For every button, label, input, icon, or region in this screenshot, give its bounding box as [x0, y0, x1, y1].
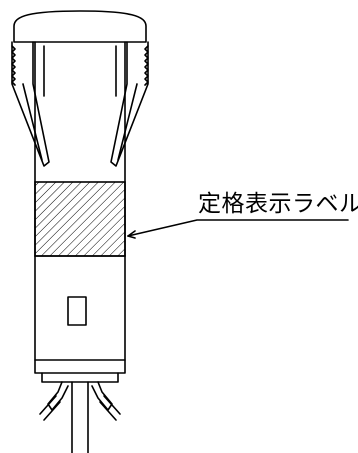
rating-label-area [34, 181, 126, 257]
terminal-legs [39, 381, 121, 453]
label-leader-line [127, 219, 349, 237]
body-window [67, 296, 87, 326]
rating-label-text: 定格表示ラベル [198, 191, 358, 217]
left-mounting-clip [11, 41, 50, 167]
lens-cap [13, 10, 147, 43]
right-mounting-clip [110, 41, 149, 167]
